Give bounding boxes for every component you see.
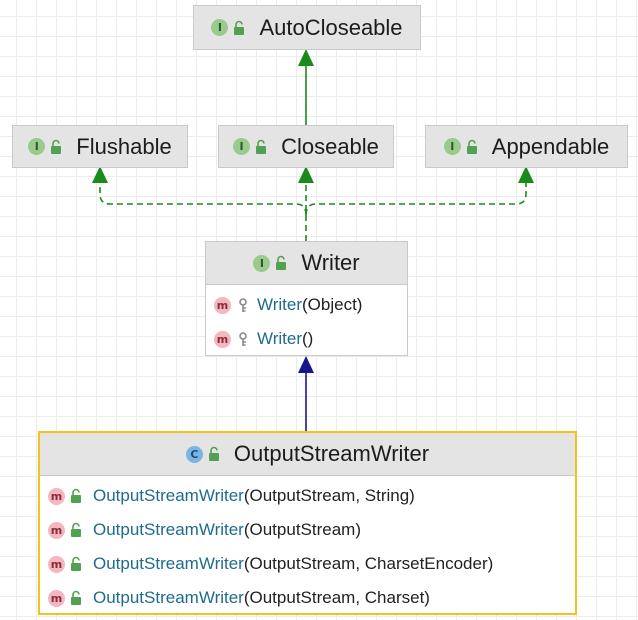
arrowhead-closeable [298, 166, 314, 183]
interface-icon: I [211, 19, 229, 36]
node-title: Closeable [281, 133, 379, 159]
node-header: I Closeable [219, 126, 393, 167]
method-icon: m [214, 330, 231, 348]
interface-icon: I [253, 254, 271, 272]
node-header: C OutputStreamWriter [40, 433, 575, 476]
node-header: I Flushable [13, 126, 187, 167]
method-icon: m [214, 296, 231, 314]
arrowhead-flushable [92, 166, 108, 183]
member-params: (Object) [302, 295, 363, 314]
member-name: Writer [257, 295, 303, 314]
public-lock-icon [69, 522, 83, 538]
member-name: OutputStreamWriter [93, 588, 244, 607]
public-lock-icon [49, 139, 63, 155]
arrowhead-writer [298, 356, 314, 373]
member-list: m Writer(Object) m Writer() [206, 285, 407, 359]
arrowhead-appendable [518, 166, 534, 183]
method-icon: m [48, 487, 65, 505]
node-autocloseable[interactable]: I AutoCloseable [193, 5, 421, 50]
member-row[interactable]: m Writer(Object) [206, 288, 407, 322]
public-lock-icon [274, 255, 288, 271]
edges-writer-interfaces [99, 180, 527, 241]
interface-icon: I [443, 138, 461, 155]
member-row[interactable]: m OutputStreamWriter(OutputStream, Chars… [40, 547, 575, 581]
method-icon: m [48, 589, 65, 607]
member-list: m OutputStreamWriter(OutputStream, Strin… [40, 476, 575, 618]
protected-key-icon [236, 331, 250, 347]
member-name: OutputStreamWriter [93, 520, 244, 539]
member-params: (OutputStream, Charset) [243, 588, 430, 607]
public-lock-icon [69, 556, 83, 572]
node-title: Flushable [76, 133, 172, 159]
edge-writer-appendable [305, 180, 527, 216]
member-params: () [302, 329, 314, 348]
member-row[interactable]: m OutputStreamWriter(OutputStream, Chars… [40, 581, 575, 615]
public-lock-icon [207, 446, 221, 462]
member-params: (OutputStream) [243, 520, 361, 539]
method-icon: m [48, 521, 65, 539]
interface-icon: I [233, 138, 251, 155]
public-lock-icon [465, 139, 479, 155]
arrowhead-autocloseable [298, 49, 314, 66]
node-outputstreamwriter[interactable]: C OutputStreamWriter m OutputStreamWrite… [38, 431, 577, 615]
member-row[interactable]: m Writer() [206, 322, 407, 356]
interface-icon: I [28, 138, 46, 155]
node-appendable[interactable]: I Appendable [425, 125, 628, 168]
member-row[interactable]: m OutputStreamWriter(OutputStream) [40, 513, 575, 547]
protected-key-icon [236, 297, 250, 313]
member-row[interactable]: m OutputStreamWriter(OutputStream, Strin… [40, 479, 575, 513]
member-name: Writer [257, 329, 303, 348]
node-title: OutputStreamWriter [233, 441, 430, 466]
member-params: (OutputStream, CharsetEncoder) [243, 554, 494, 573]
node-writer[interactable]: I Writer m Writer(Object) m Writer() [205, 241, 408, 356]
node-header: I AutoCloseable [194, 6, 420, 49]
node-header: I Appendable [426, 126, 627, 167]
node-flushable[interactable]: I Flushable [12, 125, 188, 168]
member-name: OutputStreamWriter [93, 486, 244, 505]
node-closeable[interactable]: I Closeable [218, 125, 394, 168]
method-icon: m [48, 555, 65, 573]
member-name: OutputStreamWriter [93, 554, 244, 573]
public-lock-icon [254, 139, 268, 155]
edge-writer-flushable [99, 180, 307, 216]
public-lock-icon [69, 590, 83, 606]
public-lock-icon [69, 488, 83, 504]
node-title: AutoCloseable [259, 14, 403, 40]
node-title: Writer [301, 250, 360, 275]
node-header: I Writer [206, 242, 407, 285]
class-icon: C [185, 445, 203, 463]
node-title: Appendable [491, 133, 610, 159]
public-lock-icon [232, 20, 246, 36]
member-params: (OutputStream, String) [243, 486, 415, 505]
